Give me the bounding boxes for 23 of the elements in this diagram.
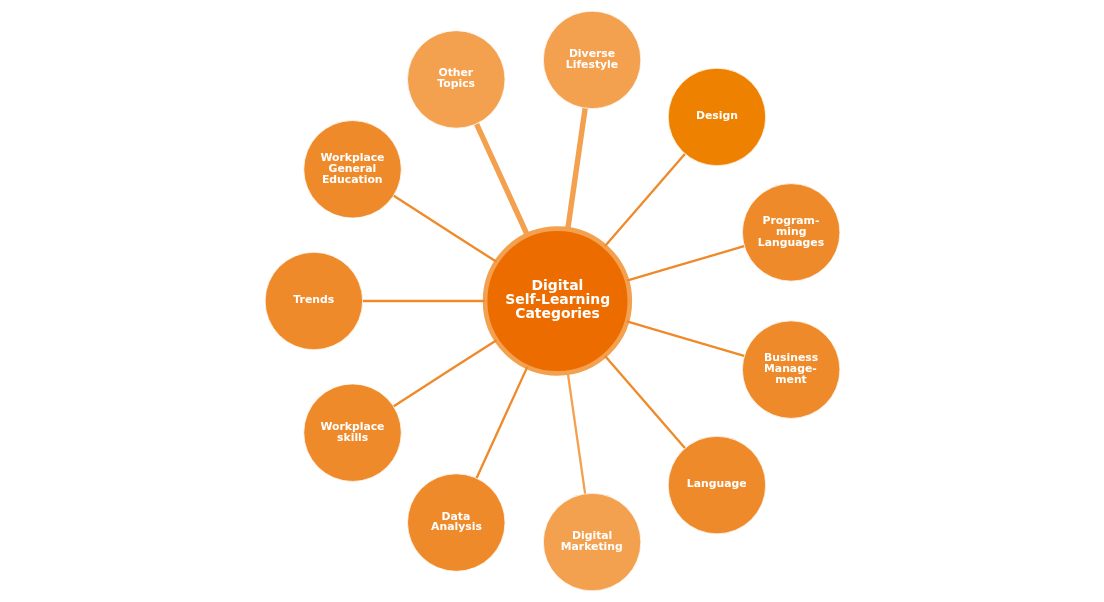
node-circle: Language [667, 435, 766, 535]
connector [566, 372, 586, 494]
node-circle: Data Analysis [406, 473, 505, 572]
node-circle: Business Manage- ment [741, 320, 840, 419]
connector [564, 108, 588, 230]
connector [475, 366, 528, 479]
connector [626, 320, 744, 357]
connector [626, 245, 744, 282]
node-circle: Digital Self-Learning Categories [482, 226, 632, 376]
connector [392, 194, 497, 263]
connector [473, 122, 530, 237]
node-circle: Workplace General Education [302, 120, 402, 219]
connector [603, 354, 686, 449]
node-circle: Workplace skills [302, 383, 402, 482]
node-circle: Digital Marketing [542, 492, 641, 592]
node-circle: Diverse Lifestyle [542, 10, 641, 110]
connector [603, 153, 686, 247]
connector [392, 339, 497, 408]
node-circle: Design [667, 67, 766, 167]
node-circle: Program- ming Languages [741, 183, 840, 282]
node-circle: Other Topics [406, 30, 505, 129]
connector [362, 299, 485, 303]
node-circle: Trends [264, 251, 363, 351]
